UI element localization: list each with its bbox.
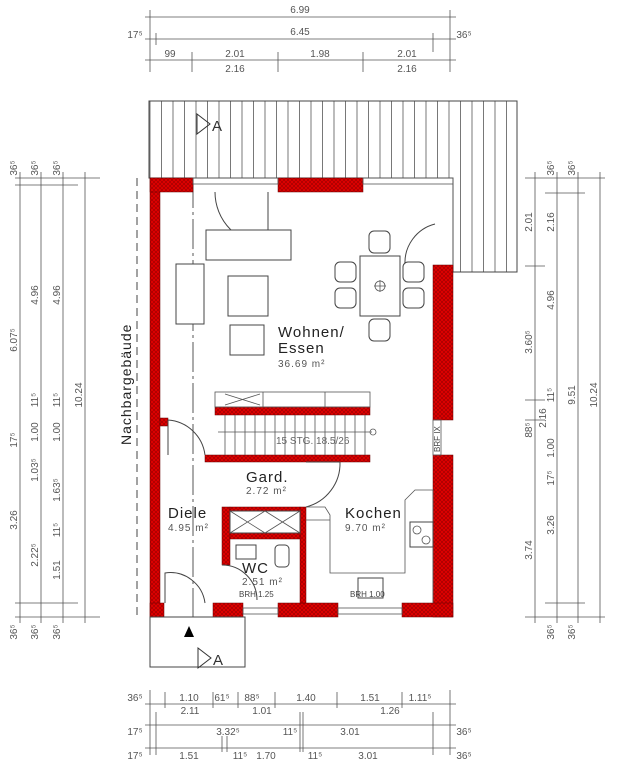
staircase xyxy=(214,391,377,455)
dimension-label: 10.24 xyxy=(74,382,85,407)
dimension-label: 1.01 xyxy=(252,706,272,717)
dimension-label: 1.00 xyxy=(30,422,41,442)
walls xyxy=(149,177,454,618)
dimension-label: 1.98 xyxy=(310,49,330,60)
dimension-label: 11⁵ xyxy=(283,727,298,738)
dimension-label: 17⁵ xyxy=(127,751,142,762)
dimension-label: 36⁵ xyxy=(567,624,578,639)
dimension-label: 88⁵ xyxy=(524,422,535,437)
dimension-label: 2.01 xyxy=(225,49,245,60)
dimension-label: 61⁵ xyxy=(214,693,229,704)
section-marker-bottom: A xyxy=(184,626,223,670)
dimension-label: 11⁵ xyxy=(52,523,63,538)
dimension-label: 36⁵ xyxy=(52,160,63,175)
dimension-label: 3.74 xyxy=(524,540,535,560)
neighbor-building-label: Nachbargebäude xyxy=(118,324,134,445)
dimension-label: 36⁵ xyxy=(546,160,557,175)
dimension-label: 1.03⁵ xyxy=(30,458,41,482)
arrow-up-icon xyxy=(184,626,194,637)
room-name-wc: WC xyxy=(242,560,269,577)
dimension-label: 36⁵ xyxy=(9,160,20,175)
dimension-label: 9.51 xyxy=(567,385,578,405)
room-area-wohnen: 36.69 m² xyxy=(278,359,325,370)
sill-height-kitchen: BRH 1.00 xyxy=(350,590,385,599)
dimension-label: 6.07⁵ xyxy=(9,328,20,352)
window-label-right: BRF IX xyxy=(433,426,442,452)
dimension-label: 11⁵ xyxy=(30,393,41,408)
dimension-label: 1.11⁵ xyxy=(409,693,432,704)
room-area-diele: 4.95 m² xyxy=(168,523,209,534)
dimension-label: 6.99 xyxy=(290,5,310,16)
dimension-label: 1.51 xyxy=(52,560,63,580)
room-name-essen: Essen xyxy=(278,340,325,357)
furniture xyxy=(175,229,434,603)
windows xyxy=(192,177,454,615)
sill-height-wc: BRH 1.25 xyxy=(239,590,274,599)
dimension-label: 36⁵ xyxy=(456,727,471,738)
dimension-label: 88⁵ xyxy=(244,693,259,704)
dimension-label: 3.01 xyxy=(340,727,360,738)
section-label-bottom: A xyxy=(213,652,223,669)
dimension-label: 36⁵ xyxy=(30,160,41,175)
dimension-label: 11⁵ xyxy=(233,751,248,762)
dimension-label: 2.16 xyxy=(225,64,245,75)
dimension-label: 1.51 xyxy=(360,693,380,704)
dimension-label: 1.00 xyxy=(546,438,557,458)
dimension-label: 17⁵ xyxy=(127,727,142,738)
dimension-label: 6.45 xyxy=(290,27,310,38)
dimension-label: 36⁵ xyxy=(456,30,471,41)
dimension-label: 10.24 xyxy=(589,382,600,407)
dimension-label: 2.22⁵ xyxy=(30,543,41,567)
dimension-label: 11⁵ xyxy=(308,751,323,762)
dimension-label: 4.96 xyxy=(546,290,557,310)
dimension-label: 2.16 xyxy=(546,212,557,232)
dimension-label: 17⁵ xyxy=(546,470,557,485)
dimension-lines xyxy=(15,10,605,755)
dimension-label: 1.10 xyxy=(179,693,199,704)
room-area-kochen: 9.70 m² xyxy=(345,523,386,534)
dimension-label: 1.70 xyxy=(256,751,276,762)
dimension-label: 1.40 xyxy=(296,693,316,704)
dimension-label: 4.96 xyxy=(52,285,63,305)
dimension-label: 36⁵ xyxy=(567,160,578,175)
dimension-label: 4.96 xyxy=(30,285,41,305)
dimension-label: 36⁵ xyxy=(456,751,471,762)
dimension-label: 99 xyxy=(164,49,176,60)
stair-label: 15 STG. 18.5/26 xyxy=(276,436,350,447)
dimension-label: 17⁵ xyxy=(127,30,142,41)
dimension-label: 2.16 xyxy=(538,408,549,428)
dimension-label: 3.60⁵ xyxy=(524,330,535,354)
dimension-label: 36⁵ xyxy=(127,693,142,704)
dimension-label: 3.32⁵ xyxy=(216,727,240,738)
dimension-label: 1.26 xyxy=(380,706,400,717)
room-name-diele: Diele xyxy=(168,505,207,522)
room-name-gard: Gard. xyxy=(246,469,289,486)
dimension-label: 2.11 xyxy=(181,706,200,717)
dimension-label: 36⁵ xyxy=(9,624,20,639)
dimension-label: 36⁵ xyxy=(546,624,557,639)
dimension-label: 3.01 xyxy=(358,751,378,762)
dimension-label: 1.63⁵ xyxy=(52,478,63,502)
dimension-label: 3.26 xyxy=(546,515,557,535)
room-area-wc: 2.51 m² xyxy=(242,577,283,588)
dimension-labels: 6.99 17⁵ 6.45 36⁵ 99 2.01 1.98 2.01 2.16 2.16 36⁵ 1… xyxy=(9,5,600,762)
dimension-label: 3.26 xyxy=(9,510,20,530)
dimension-label: 36⁵ xyxy=(52,624,63,639)
dimension-label: 2.01 xyxy=(524,212,535,232)
section-marker-top: A xyxy=(196,112,222,136)
dimension-label: 17⁵ xyxy=(9,432,20,447)
dimension-label: 36⁵ xyxy=(30,624,41,639)
dimension-label: 1.51 xyxy=(179,751,199,762)
room-name-kochen: Kochen xyxy=(345,505,402,522)
dimension-label: 2.01 xyxy=(397,49,417,60)
dimension-label: 1.00 xyxy=(52,422,63,442)
room-name-wohnen: Wohnen/ xyxy=(278,324,345,341)
section-label-top: A xyxy=(212,118,222,135)
dimension-label: 11⁵ xyxy=(546,388,557,403)
dimension-label: 11⁵ xyxy=(52,393,63,408)
room-area-gard: 2.72 m² xyxy=(246,486,287,497)
dimension-label: 2.16 xyxy=(397,64,417,75)
